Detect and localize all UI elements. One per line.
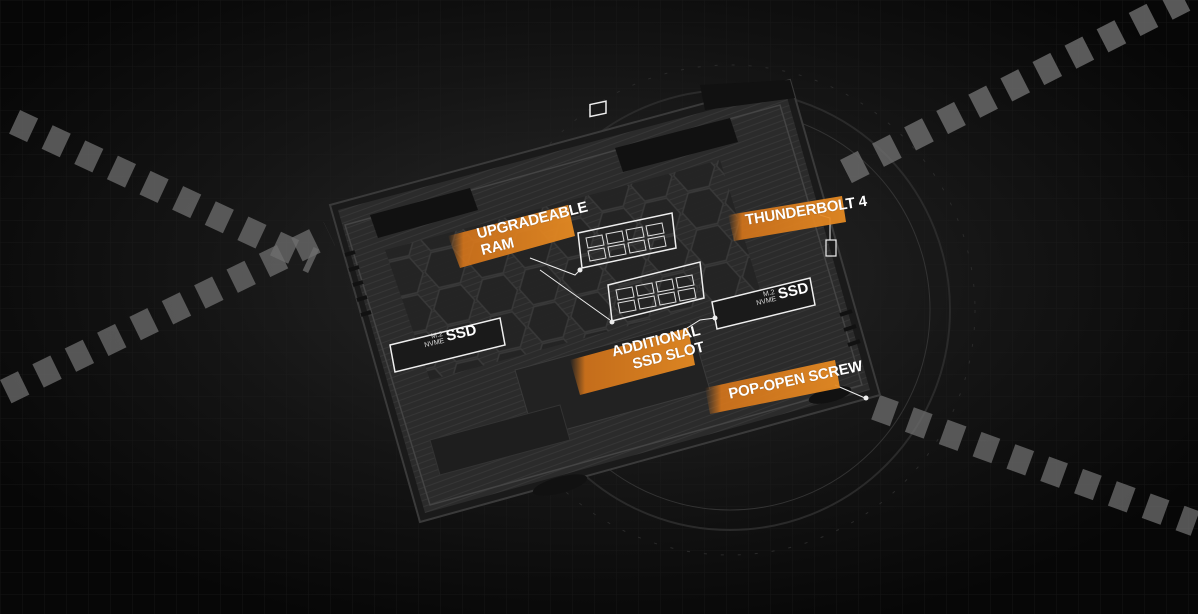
caution-stripe-left-lower [0,222,335,404]
caution-stripe-left-upper [9,110,320,274]
thunderbolt-port-icon [825,239,837,257]
ram-modules [577,100,705,322]
ram-chips [585,222,697,314]
caution-stripe-right-upper [840,0,1191,184]
ssd-card-left [389,317,506,373]
laptop-chassis [328,78,882,524]
caution-stripe-right-lower [871,395,1198,536]
callout-dots [577,267,869,401]
orange-label-backgrounds [448,196,846,414]
